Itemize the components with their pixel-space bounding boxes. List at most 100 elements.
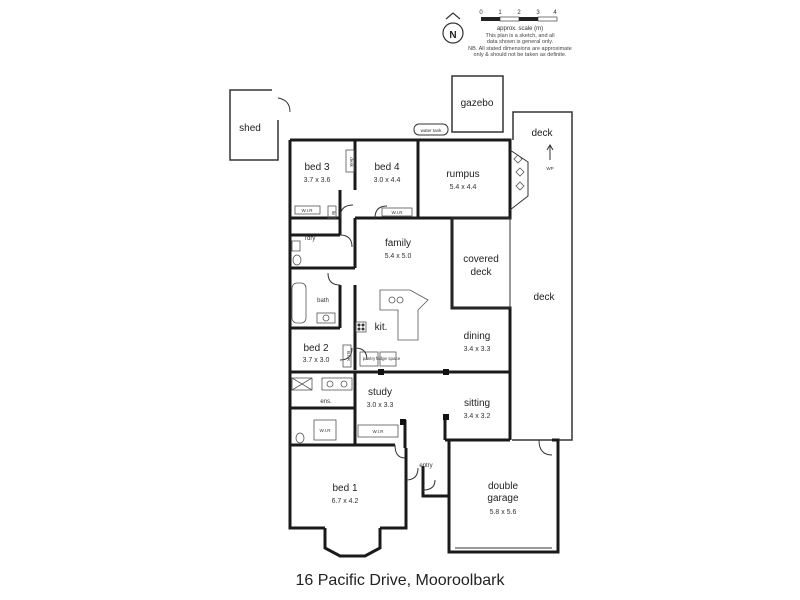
pantry-box xyxy=(359,351,379,367)
deck-arrow-label: WP xyxy=(546,166,553,171)
bay-window xyxy=(323,528,382,558)
sink-icon xyxy=(388,296,396,304)
door xyxy=(405,467,419,481)
toilet-icon xyxy=(295,432,305,444)
scale-segment xyxy=(537,16,558,22)
gazebo: gazebo xyxy=(451,75,504,133)
scale-tick: 0 xyxy=(479,10,483,16)
wall xyxy=(288,140,325,530)
cooktop-icon xyxy=(355,321,367,333)
study-dim: 3.0 x 3.3 xyxy=(367,402,394,409)
scale-note: NB. All stated dimensions are approximat… xyxy=(468,46,572,52)
basin-icon xyxy=(322,314,330,322)
compass-circle xyxy=(442,22,464,44)
door xyxy=(327,272,341,286)
basin-icon xyxy=(340,380,348,388)
burner xyxy=(361,327,365,331)
bed4-label: bed 4 xyxy=(374,162,399,173)
linen-box xyxy=(327,205,337,219)
fridge-label: fridge space xyxy=(376,356,401,361)
scale-tick: 1 xyxy=(498,10,502,16)
ens-wir-box xyxy=(313,419,337,441)
deck-top-label: deck xyxy=(531,128,553,139)
family-dim: 5.4 x 5.0 xyxy=(385,253,412,260)
deck-side-label: deck xyxy=(533,292,555,303)
rumpus-label: rumpus xyxy=(446,169,479,180)
compass: N xyxy=(442,12,464,44)
study-wir-box xyxy=(357,424,399,438)
doors xyxy=(327,204,436,491)
columns xyxy=(378,369,449,425)
kitchen-island xyxy=(355,289,429,367)
column xyxy=(443,369,449,375)
bath-label: bath xyxy=(317,298,329,304)
bed3-wir-label: W.I.R xyxy=(302,208,314,213)
plant-icon xyxy=(513,154,523,164)
bathtub-icon xyxy=(291,282,307,324)
up-arrow-icon xyxy=(546,144,554,151)
family-label: family xyxy=(385,238,411,249)
compass-letter: N xyxy=(449,30,456,41)
scale-label: approx. scale (m) xyxy=(497,26,543,32)
sitting-dim: 3.4 x 3.2 xyxy=(464,413,491,420)
kitchen-label: kit. xyxy=(375,322,388,333)
pantry-label: pantry xyxy=(363,356,376,361)
gazebo-label: gazebo xyxy=(461,98,494,109)
shed-door xyxy=(277,97,291,113)
bed4-wir-label: W.I.R xyxy=(392,210,404,215)
bed3-wir xyxy=(294,205,321,215)
laundry-label: l'dry xyxy=(305,236,316,242)
garage-dim: 5.8 x 5.6 xyxy=(490,509,517,516)
scale-tick: 4 xyxy=(553,10,557,16)
rumpus-bay xyxy=(509,149,529,211)
bed1-dim: 6.7 x 4.2 xyxy=(332,498,359,505)
burner xyxy=(357,327,361,331)
column xyxy=(378,369,384,375)
door xyxy=(374,205,388,219)
dining-dim: 3.4 x 3.3 xyxy=(464,346,491,353)
garage: double garage 5.8 x 5.6 xyxy=(447,438,560,554)
gazebo-outline xyxy=(451,75,504,133)
burner xyxy=(357,323,361,327)
bath-fixtures xyxy=(291,240,353,444)
bir2-label: B.I.R xyxy=(346,351,351,362)
laundry-tub-icon xyxy=(291,240,301,252)
covered-deck-label-2: deck xyxy=(470,267,492,278)
ens-vanity-icon xyxy=(321,377,353,391)
study-label: study xyxy=(368,387,392,398)
bed2-dim: 3.7 x 3.0 xyxy=(303,357,330,364)
sink-icon xyxy=(396,296,404,304)
covered-deck-label-1: covered xyxy=(463,254,499,265)
water-tank-label: water tank xyxy=(421,128,443,133)
scale-tick: 3 xyxy=(536,10,540,16)
shed: shed xyxy=(229,89,291,161)
linen-label: lin xyxy=(331,211,336,216)
wall xyxy=(380,466,408,530)
column xyxy=(400,419,406,425)
door xyxy=(394,444,406,459)
bed4-wir xyxy=(381,207,413,217)
sitting-label: sitting xyxy=(464,398,490,409)
deck-outline xyxy=(512,111,573,441)
bed3-label: bed 3 xyxy=(304,162,329,173)
basin-icon xyxy=(326,380,334,388)
scale-note: only & should not be taken as definite. xyxy=(474,52,567,58)
property-address: 16 Pacific Drive, Mooroolbark xyxy=(295,572,505,589)
scale-segment xyxy=(499,16,520,22)
scale-tick: 2 xyxy=(517,10,521,16)
kitchen-bench xyxy=(379,289,429,341)
rumpus-dim: 5.4 x 4.4 xyxy=(450,184,477,191)
bay-outline xyxy=(509,149,529,211)
door xyxy=(354,347,368,361)
scale-segment xyxy=(481,17,500,21)
door xyxy=(339,234,353,248)
vanity-icon xyxy=(316,312,336,324)
scale-note: data shown is general only. xyxy=(487,39,554,45)
deck: deck deck WP xyxy=(512,111,573,441)
scale-bar: 0 1 2 3 4 approx. scale (m) This plan is… xyxy=(468,10,572,58)
door xyxy=(339,204,354,219)
column xyxy=(443,414,449,420)
desk-label: desk xyxy=(349,157,354,167)
burner xyxy=(361,323,365,327)
